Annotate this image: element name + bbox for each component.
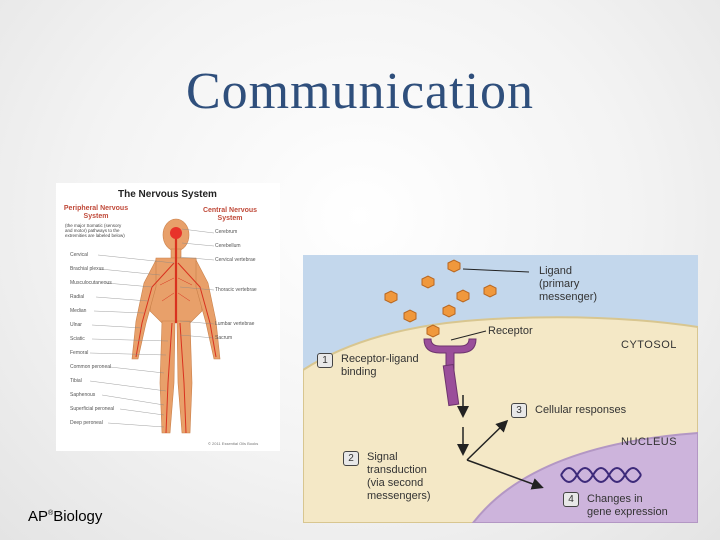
pns-label-saphenous: Saphenous [70, 392, 96, 398]
pns-label-ulnar: Ulnar [70, 322, 82, 328]
nucleus-region [471, 431, 698, 523]
step-2-line-2: transduction [367, 464, 427, 476]
nervous-system-title: The Nervous System [118, 189, 217, 200]
cns-label-cerebrum: Cerebrum [215, 229, 238, 235]
footer-subject: Biology [53, 508, 103, 525]
cns-label-thoracic-vertebrae: Thoracic vertebrae [215, 287, 257, 293]
ligand-molecule [384, 290, 398, 304]
footer-prefix: AP [28, 508, 49, 525]
pns-label-radial: Radial [70, 294, 85, 300]
ligand-label-line-3: messenger) [539, 291, 598, 303]
pns-label-superficial-peroneal: Superficial peroneal [70, 406, 115, 412]
pns-label-sciatic: Sciatic [70, 336, 85, 342]
receptor-protein [423, 338, 477, 382]
nucleus-label: NUCLEUS [621, 436, 678, 448]
ligand-molecule [456, 289, 470, 303]
cns-label-lumbar-vertebrae: Lumbar vertebrae [215, 321, 255, 327]
step-1-line-1: Receptor-ligand [341, 353, 419, 365]
pns-label-musculocutaneous: Musculocutaneous [70, 280, 112, 286]
ligand-molecule [421, 275, 435, 289]
human-body-illustration [89, 218, 221, 434]
step-1-line-2: binding [341, 366, 377, 378]
step-3-line-1: Cellular responses [535, 404, 627, 416]
pns-note: (the major Somatic (sensory and motor) p… [65, 223, 125, 238]
pns-label-brachial-plexus: Brachial plexus [70, 266, 104, 272]
registered-mark: ® [48, 510, 54, 517]
cytosol-label: CYTOSOL [621, 339, 677, 351]
cell-signaling-diagram: Ligand (primary messenger) Receptor CYTO… [303, 255, 698, 523]
ligand-molecule [483, 284, 497, 298]
ligand-label-line-2: (primary [539, 278, 580, 290]
pns-label-femoral: Femoral [70, 350, 89, 356]
step-4-badge: 4 [563, 492, 579, 507]
pns-heading: Peripheral Nervous System [63, 205, 129, 220]
step-4-line-2: gene expression [587, 506, 668, 518]
pns-label-deep-peroneal: Deep peroneal [70, 420, 103, 426]
cns-label-cerebellum: Cerebellum [215, 243, 241, 249]
pns-label-common-peroneal: Common peroneal [70, 364, 112, 370]
signaling-illustration [303, 259, 698, 523]
dna-helix [560, 467, 642, 483]
ligand-label-line-1: Ligand [539, 265, 573, 277]
step-3-badge: 3 [511, 403, 527, 418]
footer-course-label: AP®Biology [28, 508, 102, 525]
slide-title: Communication [185, 63, 535, 120]
pns-label-cervical: Cervical [70, 252, 89, 258]
step-2-badge: 2 [343, 451, 359, 466]
step-2-line-4: messengers) [367, 490, 431, 502]
cns-label-cervical-vertebrae: Cervical vertebrae [215, 257, 256, 263]
cns-label-sacrum: Sacrum [215, 335, 233, 341]
nervous-system-figure: The Nervous System Peripheral Nervous Sy… [56, 183, 280, 451]
cns-heading: Central Nervous System [202, 207, 258, 222]
step-1-badge: 1 [317, 353, 333, 368]
ligand-molecule [447, 259, 461, 273]
receptor-stalk [442, 363, 460, 407]
ligand-molecule [403, 309, 417, 323]
ligand-molecule [442, 304, 456, 318]
figure-copyright: © 2011 Essential Oils Books [208, 441, 259, 446]
step-2-line-3: (via second [367, 477, 424, 489]
pns-label-tibial: Tibial [70, 378, 82, 384]
pns-label-median: Median [70, 308, 87, 314]
receptor-label: Receptor [488, 325, 533, 337]
step-2-line-1: Signal [367, 451, 398, 463]
step-4-line-1: Changes in [587, 493, 643, 505]
ligand-molecule [426, 324, 440, 338]
